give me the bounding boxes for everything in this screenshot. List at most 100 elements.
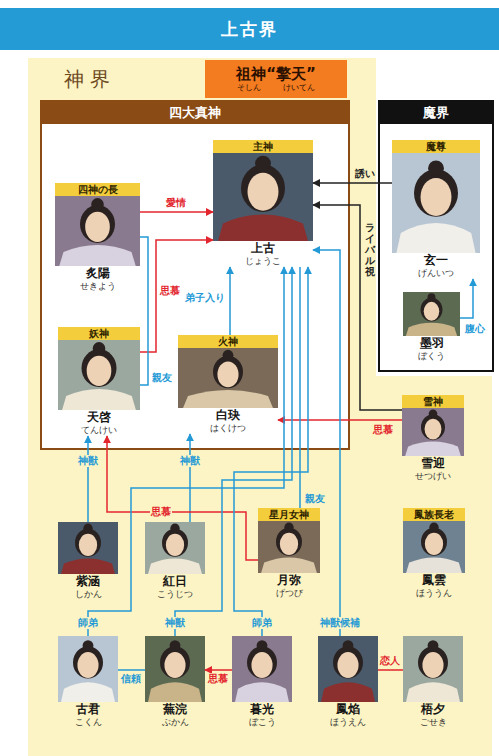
role-tag: 妖神 — [58, 327, 140, 340]
photo-topknot — [223, 350, 234, 361]
character-name: 天啓 — [87, 410, 111, 425]
character-card: 蕪浣ぶかん — [145, 636, 205, 728]
relation-label: 親友 — [151, 372, 173, 384]
photo-topknot — [170, 524, 179, 533]
photo-hair — [82, 349, 117, 387]
character-card: 梧夕ごせき — [403, 636, 463, 728]
character-name: 鳳雲 — [422, 573, 446, 588]
name-reading: ほうえん — [330, 717, 366, 728]
photo-topknot — [429, 523, 438, 532]
photo-topknot — [83, 524, 92, 533]
photo-hair — [421, 298, 443, 322]
character-name: 月弥 — [277, 573, 301, 588]
photo-hair — [80, 205, 115, 243]
photo-hair — [241, 164, 285, 212]
character-name: 墨羽 — [420, 336, 444, 351]
relation-label: 思慕 — [159, 285, 181, 297]
name-reading: こうじつ — [157, 589, 193, 600]
name-reading: せつげい — [415, 471, 451, 482]
photo-ground — [403, 636, 463, 702]
character-name: 玄一 — [424, 253, 448, 268]
photo-ground — [55, 196, 140, 266]
photo-robe — [183, 390, 273, 408]
relation-connector — [87, 436, 89, 522]
character-name: 紅日 — [163, 574, 187, 589]
photo-topknot — [343, 640, 354, 651]
name-reading: ごせき — [420, 717, 447, 728]
photo-face — [422, 652, 443, 678]
relation-connector — [460, 279, 473, 318]
character-card: 古君こくん — [58, 636, 118, 728]
name-reading: げつび — [276, 588, 303, 599]
character-card: 鳳焰ほうえん — [318, 636, 378, 728]
name-reading: こくん — [75, 717, 102, 728]
role-tag: 雪神 — [402, 395, 464, 408]
character-card: 妖神天啓てんけい — [58, 327, 140, 436]
character-name: 梧夕 — [421, 702, 445, 717]
photo-face — [164, 652, 185, 678]
relation-label: 神獣候補 — [319, 617, 361, 629]
group-heading: 魔界 — [380, 102, 492, 124]
photo-topknot — [93, 342, 106, 355]
photo-topknot — [428, 160, 444, 176]
photo-robe — [59, 245, 136, 266]
relation-label: 神獣 — [164, 617, 186, 629]
relation-connector — [175, 267, 292, 636]
photo-robe — [406, 557, 462, 573]
relation-connector — [189, 434, 191, 522]
portrait-photo — [403, 636, 463, 702]
relation-connector — [229, 267, 231, 335]
relation-label: 恋人 — [379, 655, 401, 667]
photo-hair — [276, 528, 302, 556]
name-reading: ぼくう — [418, 351, 445, 362]
ancestor-god-box: 祖神“擎天”そしんけいてん — [205, 60, 347, 98]
name-reading: ぼこう — [249, 717, 276, 728]
character-name: 上古 — [251, 241, 275, 256]
photo-ground — [392, 153, 480, 253]
relation-label: 愛情 — [165, 197, 187, 209]
photo-topknot — [91, 198, 104, 211]
name-reading: じょうこ — [245, 256, 281, 267]
relation-label: 親友 — [304, 493, 326, 505]
character-name: 白玦 — [216, 408, 240, 423]
role-tag: 星月女神 — [258, 508, 320, 521]
portrait-photo — [392, 153, 480, 253]
role-tag: 火神 — [178, 335, 278, 348]
portrait-photo — [403, 292, 460, 336]
character-name: 炙陽 — [86, 266, 110, 281]
photo-topknot — [170, 640, 181, 651]
photo-topknot — [83, 640, 94, 651]
portrait-photo — [145, 636, 205, 702]
relation-connector — [313, 182, 392, 184]
relation-label: 思慕 — [150, 506, 172, 518]
relation-label: 師弟 — [251, 617, 273, 629]
photo-topknot — [255, 156, 271, 172]
role-tag: 鳳族長老 — [403, 508, 465, 521]
photo-robe — [321, 682, 375, 702]
relation-connector — [118, 669, 145, 671]
portrait-photo — [258, 521, 320, 573]
photo-hair — [414, 169, 458, 217]
character-card: 雪神雪迎せつげい — [402, 395, 464, 482]
photo-robe — [406, 323, 457, 336]
character-card: 鳳族長老鳳雲ほううん — [403, 508, 465, 599]
photo-ground — [258, 521, 320, 573]
photo-face — [421, 178, 452, 216]
relation-connector — [313, 205, 402, 410]
photo-robe — [148, 558, 202, 574]
role-tag: 魔尊 — [392, 140, 480, 153]
role-tag: 四神の長 — [55, 183, 140, 196]
name-reading: しかん — [75, 589, 102, 600]
relation-label: 信頼 — [120, 673, 142, 685]
photo-face — [166, 534, 184, 556]
relation-label: 思慕 — [372, 424, 394, 436]
character-name: 古君 — [76, 702, 100, 717]
character-name: 雪迎 — [421, 456, 445, 471]
photo-face — [425, 419, 442, 440]
relation-connector — [234, 267, 308, 636]
realm-name: 神界 — [64, 66, 116, 92]
character-card: 紅日こうじつ — [145, 522, 205, 600]
photo-face — [424, 302, 439, 321]
photo-ground — [403, 521, 465, 573]
